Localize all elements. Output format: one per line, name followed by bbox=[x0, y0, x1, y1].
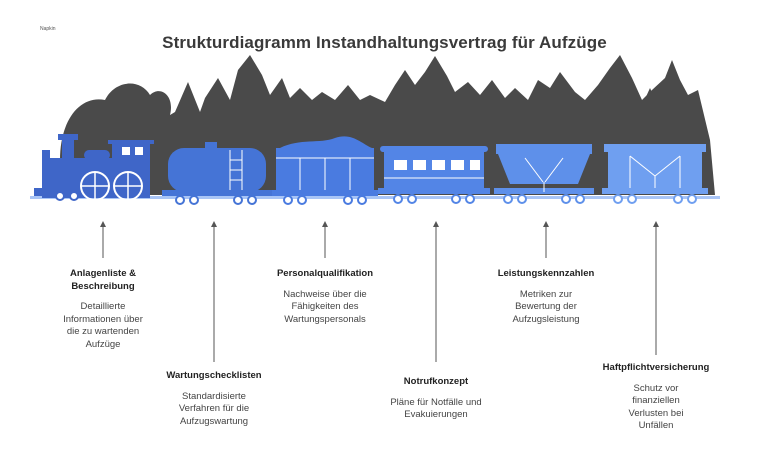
box-car bbox=[602, 144, 708, 204]
page-title: Strukturdiagramm Instandhaltungsvertrag … bbox=[162, 33, 607, 52]
item-title: Wartungschecklisten bbox=[166, 370, 262, 381]
item-description: Detaillierte Informationen über die zu w… bbox=[63, 301, 143, 350]
brand-logo: Napkin bbox=[40, 26, 56, 32]
item-personalqualifikation: Personalqualifikation Nachweise über die… bbox=[265, 268, 385, 326]
track-line bbox=[30, 196, 720, 199]
item-anlagenliste: Anlagenliste & Beschreibung Detaillierte… bbox=[48, 268, 158, 351]
locomotive bbox=[34, 134, 154, 201]
item-description: Pläne für Notfälle und Evakuierungen bbox=[390, 396, 482, 421]
tank-car bbox=[162, 142, 272, 205]
hopper-car bbox=[494, 144, 594, 204]
item-title: Personalqualifikation bbox=[276, 268, 374, 279]
item-haftpflichtversicherung: Haftpflichtversicherung Schutz vor finan… bbox=[594, 362, 718, 433]
item-wartungschecklisten: Wartungschecklisten Standardisierte Verf… bbox=[154, 370, 274, 428]
item-title: Notrufkonzept bbox=[403, 376, 469, 387]
item-notrufkonzept: Notrufkonzept Pläne für Notfälle und Eva… bbox=[376, 376, 496, 422]
item-description: Standardisierte Verfahren für die Aufzug… bbox=[178, 390, 250, 427]
item-description: Metriken zur Bewertung der Aufzugsleistu… bbox=[512, 288, 580, 325]
item-title: Anlagenliste & Beschreibung bbox=[70, 268, 136, 292]
item-title: Haftpflichtversicherung bbox=[602, 362, 710, 373]
passenger-car bbox=[378, 146, 490, 204]
coal-car bbox=[272, 136, 378, 205]
item-description: Nachweise über die Fähigkeiten des Wartu… bbox=[283, 288, 367, 325]
item-leistungskennzahlen: Leistungskennzahlen Metriken zur Bewertu… bbox=[486, 268, 606, 326]
item-title: Leistungskennzahlen bbox=[497, 268, 595, 279]
item-description: Schutz vor finanziellen Verlusten bei Un… bbox=[628, 382, 684, 432]
